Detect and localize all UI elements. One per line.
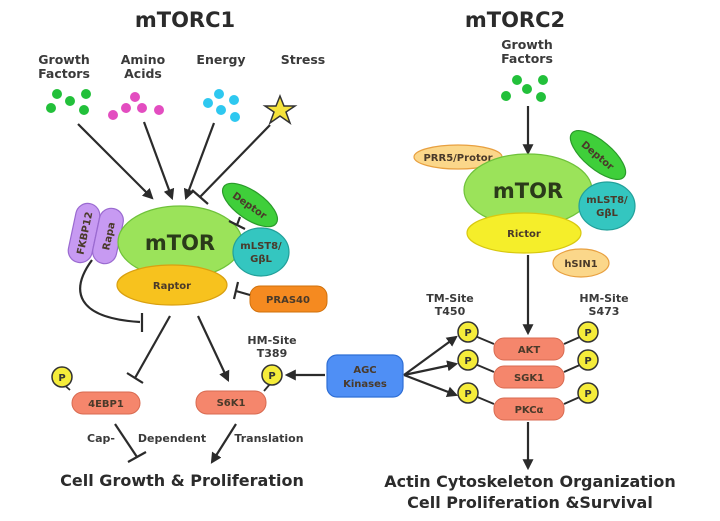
akt-tm-phospho-icon: [457, 321, 479, 343]
s6k1-hm-site-label: HM-Site: [247, 334, 296, 347]
pkca-label: PKCα: [515, 405, 544, 416]
sgk1-label: SGK1: [514, 373, 544, 384]
s6k1-node: [195, 390, 267, 415]
akt-tm-phospho-label: P: [464, 328, 471, 339]
agc-kinases-node: [326, 354, 404, 398]
s473-label: S473: [589, 305, 620, 318]
mtorc1-mlst8-label: mLST8/: [240, 241, 282, 252]
mtorc2-hm-site-label: HM-Site: [579, 292, 628, 305]
mtorc1-gbl-label: GβL: [250, 254, 272, 265]
s6k1-t389-label: T389: [257, 347, 287, 360]
mtorc2-output-line2: Cell Proliferation &Survival: [407, 493, 653, 512]
to-4ebp1-inhibit: [134, 315, 171, 379]
mtorc1-output-label: Cell Growth & Proliferation: [60, 471, 304, 490]
agc-arrows: [284, 335, 459, 397]
fkbp12-node: FKBP12: [67, 202, 101, 264]
4ebp1-label: 4EBP1: [88, 399, 124, 410]
mtorc2-output-line1: Actin Cytoskeleton Organization: [384, 472, 676, 491]
mtorc2-gbl-label: GβL: [596, 208, 618, 219]
4ebp1-phospho-icon: [51, 366, 73, 388]
akt-node: [493, 337, 565, 361]
t450-label: T450: [435, 305, 466, 318]
rapamycin-inhibition-curve: [79, 259, 144, 332]
pras40-label: PRAS40: [266, 295, 310, 306]
pkca-tm-phospho-icon: [457, 382, 479, 404]
growth-factors-dots-icon: [46, 89, 91, 115]
energy-dots-icon: [203, 89, 240, 122]
hsin1-label: hSIN1: [564, 259, 597, 270]
mtorc2-growth-factors-label-2: Factors: [501, 51, 553, 66]
pkca-row: PKCα P P: [457, 382, 599, 421]
raptor-label: Raptor: [153, 281, 191, 292]
mtorc2-title: mTORC2: [465, 8, 565, 32]
mtorc2-growth-factors-dots-icon: [501, 75, 548, 102]
growth-factors-arrow: [77, 123, 154, 200]
akt-label: AKT: [518, 345, 540, 356]
4ebp1-node: [71, 391, 141, 415]
amino-acids-label-2: Acids: [124, 66, 162, 81]
growth-factors-label: Growth: [38, 52, 89, 67]
sgk1-node: [493, 365, 565, 389]
energy-inhibit-arrow: [183, 122, 216, 201]
tm-site-label: TM-Site: [426, 292, 473, 305]
mtorc2-mlst8-label: mLST8/: [586, 195, 628, 206]
hsin1-node: [552, 248, 610, 278]
mtorc2-mlst8-node: [578, 181, 636, 231]
energy-label: Energy: [196, 52, 245, 67]
sgk1-hm-phospho-icon: [577, 349, 599, 371]
protor-label: PRR5/Protor: [423, 153, 492, 164]
stress-label: Stress: [281, 52, 326, 67]
mtorc1-mlst8-node: [232, 227, 290, 277]
pkca-node: [493, 397, 565, 421]
rapa-node: Rapa: [92, 207, 124, 265]
cap-label: Cap-: [87, 432, 115, 445]
mtorc2-mtor-label: mTOR: [493, 179, 563, 203]
4ebp1-phospho-label: P: [58, 373, 65, 384]
s6k1-label: S6K1: [217, 398, 246, 409]
pras40-inhibit: [232, 281, 251, 300]
pras40-node: [249, 285, 328, 313]
amino-acids-dots-icon: [108, 92, 164, 120]
mtorc1-substrate-arrows: [126, 315, 230, 384]
rictor-node: [466, 212, 582, 254]
stress-inhibit-line: [199, 124, 271, 198]
s6k1-phospho-label: P: [268, 371, 275, 382]
pkca-hm-phospho-label: P: [584, 389, 591, 400]
mtorc1-title: mTORC1: [135, 8, 235, 32]
sgk1-tm-phospho-label: P: [464, 356, 471, 367]
mtorc1-input-arrows: [77, 121, 271, 205]
akt-hm-phospho-icon: [577, 321, 599, 343]
sgk1-tm-phospho-icon: [457, 349, 479, 371]
stress-inhibit-bar: [191, 189, 209, 205]
agc-label: AGC: [353, 365, 376, 376]
rictor-label: Rictor: [507, 229, 541, 240]
s6k1-phospho-icon: [261, 364, 283, 386]
pkca-hm-phospho-icon: [577, 382, 599, 404]
sgk1-hm-phospho-label: P: [584, 356, 591, 367]
mtorc1-deptor-inhibit: [228, 216, 246, 230]
dependent-label: Dependent: [138, 432, 206, 445]
kinases-label: Kinases: [343, 379, 387, 390]
akt-row: AKT P P: [457, 321, 599, 361]
akt-hm-phospho-label: P: [584, 328, 591, 339]
sgk1-row: SGK1 P P: [457, 349, 599, 389]
pkca-tm-phospho-label: P: [464, 389, 471, 400]
mtorc1-mtor-label: mTOR: [145, 231, 215, 255]
raptor-node: [116, 264, 228, 306]
translation-arrows: [114, 423, 237, 464]
stress-star-icon: [262, 93, 298, 125]
to-s6k1-arrow: [197, 315, 230, 382]
amino-acids-arrow: [142, 121, 175, 201]
mtorc1-input-labels: Growth Factors Amino Acids Energy Stress: [38, 52, 325, 81]
amino-acids-label: Amino: [121, 52, 166, 67]
translation-label: Translation: [234, 432, 303, 445]
mtorc2-growth-factors-label: Growth: [501, 37, 552, 52]
growth-factors-label-2: Factors: [38, 66, 90, 81]
